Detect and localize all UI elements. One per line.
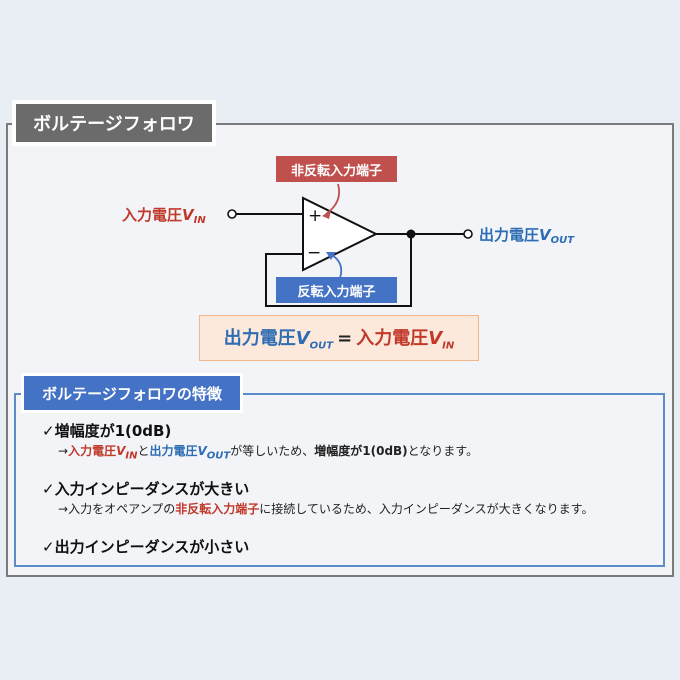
input-terminal xyxy=(227,209,237,219)
minus-sign: − xyxy=(307,243,321,263)
output-voltage-label: 出力電圧VOUT xyxy=(479,226,575,246)
feature-gain-heading: ✓増幅度が1(0dB) xyxy=(42,422,172,440)
input-voltage-label: 入力電圧VIN xyxy=(122,206,206,226)
formula-equals: = xyxy=(337,327,353,349)
feature-output-impedance-heading: ✓出力インピーダンスが小さい xyxy=(42,538,250,556)
output-terminal xyxy=(463,229,473,239)
features-panel xyxy=(14,393,665,567)
inverting-input-tag: 反転入力端子 xyxy=(276,277,397,303)
noninverting-input-tag: 非反転入力端子 xyxy=(276,156,397,182)
feature-gain-detail: →入力電圧VINと出力電圧VOUTが等しいため、増幅度が1(0dB)となります。 xyxy=(58,444,479,462)
page-title: ボルテージフォロワ xyxy=(16,104,212,142)
feature-input-impedance-heading: ✓入力インピーダンスが大きい xyxy=(42,480,250,498)
formula-box: 出力電圧VOUT = 入力電圧VIN xyxy=(199,315,479,361)
feedback-wire xyxy=(265,234,412,307)
plus-sign: + xyxy=(308,206,322,226)
opamp-symbol xyxy=(302,196,379,272)
formula-right: 入力電圧VIN xyxy=(356,328,455,352)
features-heading: ボルテージフォロワの特徴 xyxy=(24,376,240,410)
feature-input-impedance-detail: →入力をオペアンプの非反転入力端子に接続しているため、入力インピーダンスが大きく… xyxy=(58,502,594,516)
formula-left: 出力電圧VOUT xyxy=(223,328,334,352)
